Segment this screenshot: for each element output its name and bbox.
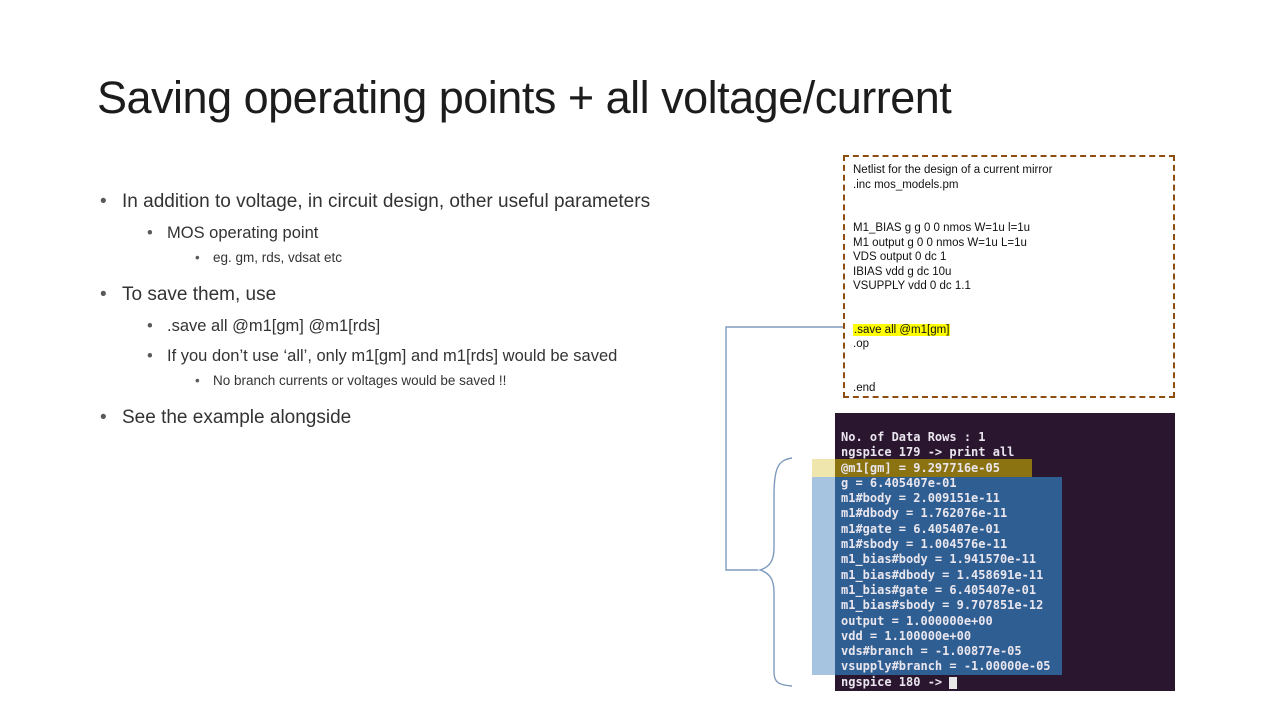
terminal-line: m1_bias#dbody = 1.458691e-11 [841,567,1044,582]
netlist-line: Netlist for the design of a current mirr… [853,164,1053,176]
bullet-list: In addition to voltage, in circuit desig… [100,190,760,430]
netlist-line [853,207,1173,222]
netlist-line [853,294,1173,309]
gm-highlight-overlay [835,459,1032,477]
prompt-text: ngspice 180 -> [841,674,950,689]
netlist-line: M1_BIAS g g 0 0 nmos W=1u l=1u [853,222,1031,234]
output-highlight-tab [812,477,835,675]
terminal-prompt-line: ngspice 180 -> [841,675,1175,690]
bullet-item: In addition to voltage, in circuit desig… [100,190,760,214]
netlist-line [853,352,1173,367]
terminal-line: m1_bias#body = 1.941570e-11 [841,552,1037,567]
netlist-line: .save all @m1[gm] [853,323,1173,338]
terminal-output: No. of Data Rows : 1 ngspice 179 -> prin… [835,413,1175,691]
netlist-line: .inc mos_models.pm [853,178,959,191]
netlist-line: VDS output 0 dc 1 [853,251,947,263]
bullet-item: eg. gm, rds, vdsat etc [195,250,760,267]
terminal-line: m1#dbody = 1.762076e-11 [841,506,1008,521]
bullet-item: See the example alongside [100,406,760,430]
netlist-line: M1 output g 0 0 nmos W=1u L=1u [853,236,1027,249]
netlist-save-highlight: .save all @m1[gm] [853,323,951,336]
bullet-item: .save all @m1[gm] @m1[rds] [147,316,760,337]
terminal-line: No. of Data Rows : 1 [841,430,986,444]
output-highlight-overlay [835,477,1062,675]
terminal-line: m1#body = 2.009151e-11 [841,491,1000,506]
netlist-box: Netlist for the design of a current mirr… [843,155,1175,398]
brace-connector [725,326,849,687]
netlist-line: IBIAS vdd g dc 10u [853,265,952,278]
terminal-line: m1#sbody = 1.004576e-11 [841,537,1008,552]
netlist-line [853,308,1173,323]
terminal-line: m1#gate = 6.405407e-01 [841,521,1000,536]
terminal-line: vds#branch = -1.00877e-05 [841,644,1022,659]
terminal-line: g = 6.405407e-01 [841,475,957,490]
terminal-line-gm: @m1[gm] = 9.297716e-05 [841,460,1000,475]
terminal-line: vsupply#branch = -1.00000e-05 [841,659,1051,674]
bullet-item: If you don’t use ‘all’, only m1[gm] and … [147,346,760,367]
netlist-line: VSUPPLY vdd 0 dc 1.1 [853,280,971,292]
bullet-item: No branch currents or voltages would be … [195,373,760,390]
terminal-line: m1_bias#sbody = 9.707851e-12 [841,598,1044,613]
bullet-item: To save them, use [100,283,760,307]
terminal-line: m1_bias#gate = 6.405407e-01 [841,582,1037,597]
page-title: Saving operating points + all voltage/cu… [97,72,952,123]
netlist-line: .end [853,381,876,394]
terminal-line: output = 1.000000e+00 [841,613,993,628]
netlist-line: .op [853,338,869,350]
netlist-line [853,192,1173,207]
bullet-item: MOS operating point [147,223,760,244]
terminal-line: vdd = 1.100000e+00 [841,628,972,643]
netlist-line [853,366,1173,381]
cursor-block [949,676,958,689]
terminal-line: ngspice 179 -> print all [841,445,1015,460]
gm-highlight-tab [812,459,835,477]
